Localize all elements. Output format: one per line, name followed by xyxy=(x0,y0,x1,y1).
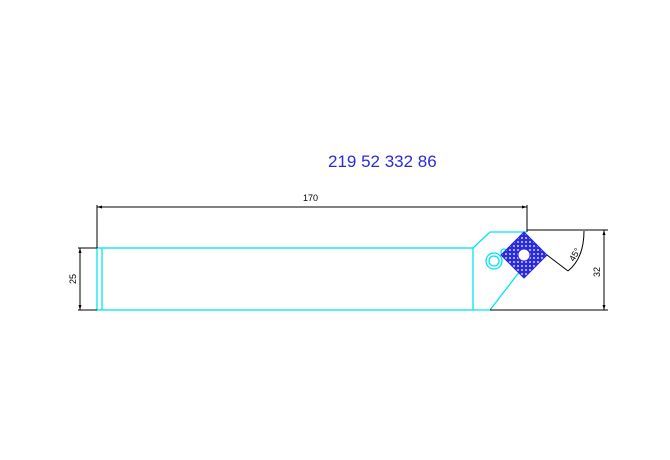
angle-dim-text: 45° xyxy=(567,246,583,263)
angle-leg xyxy=(546,254,569,272)
clamp-screw-outer xyxy=(485,252,503,270)
angle-arc xyxy=(567,230,585,272)
head-top-edge xyxy=(472,231,527,249)
tool-holder-outline xyxy=(96,231,528,311)
cutting-insert xyxy=(500,231,548,279)
shank-body xyxy=(96,247,474,311)
shank-height-dim-text: 25 xyxy=(68,274,78,284)
overall-height-dim-text: 32 xyxy=(592,267,602,277)
length-dim-text: 170 xyxy=(303,193,318,203)
insert-hole xyxy=(517,248,531,262)
clamp-screw-inner xyxy=(488,255,500,267)
dimension-lines xyxy=(78,205,608,311)
part-number-label: 219 52 332 86 xyxy=(328,152,437,171)
dimension-arrows xyxy=(78,205,606,310)
